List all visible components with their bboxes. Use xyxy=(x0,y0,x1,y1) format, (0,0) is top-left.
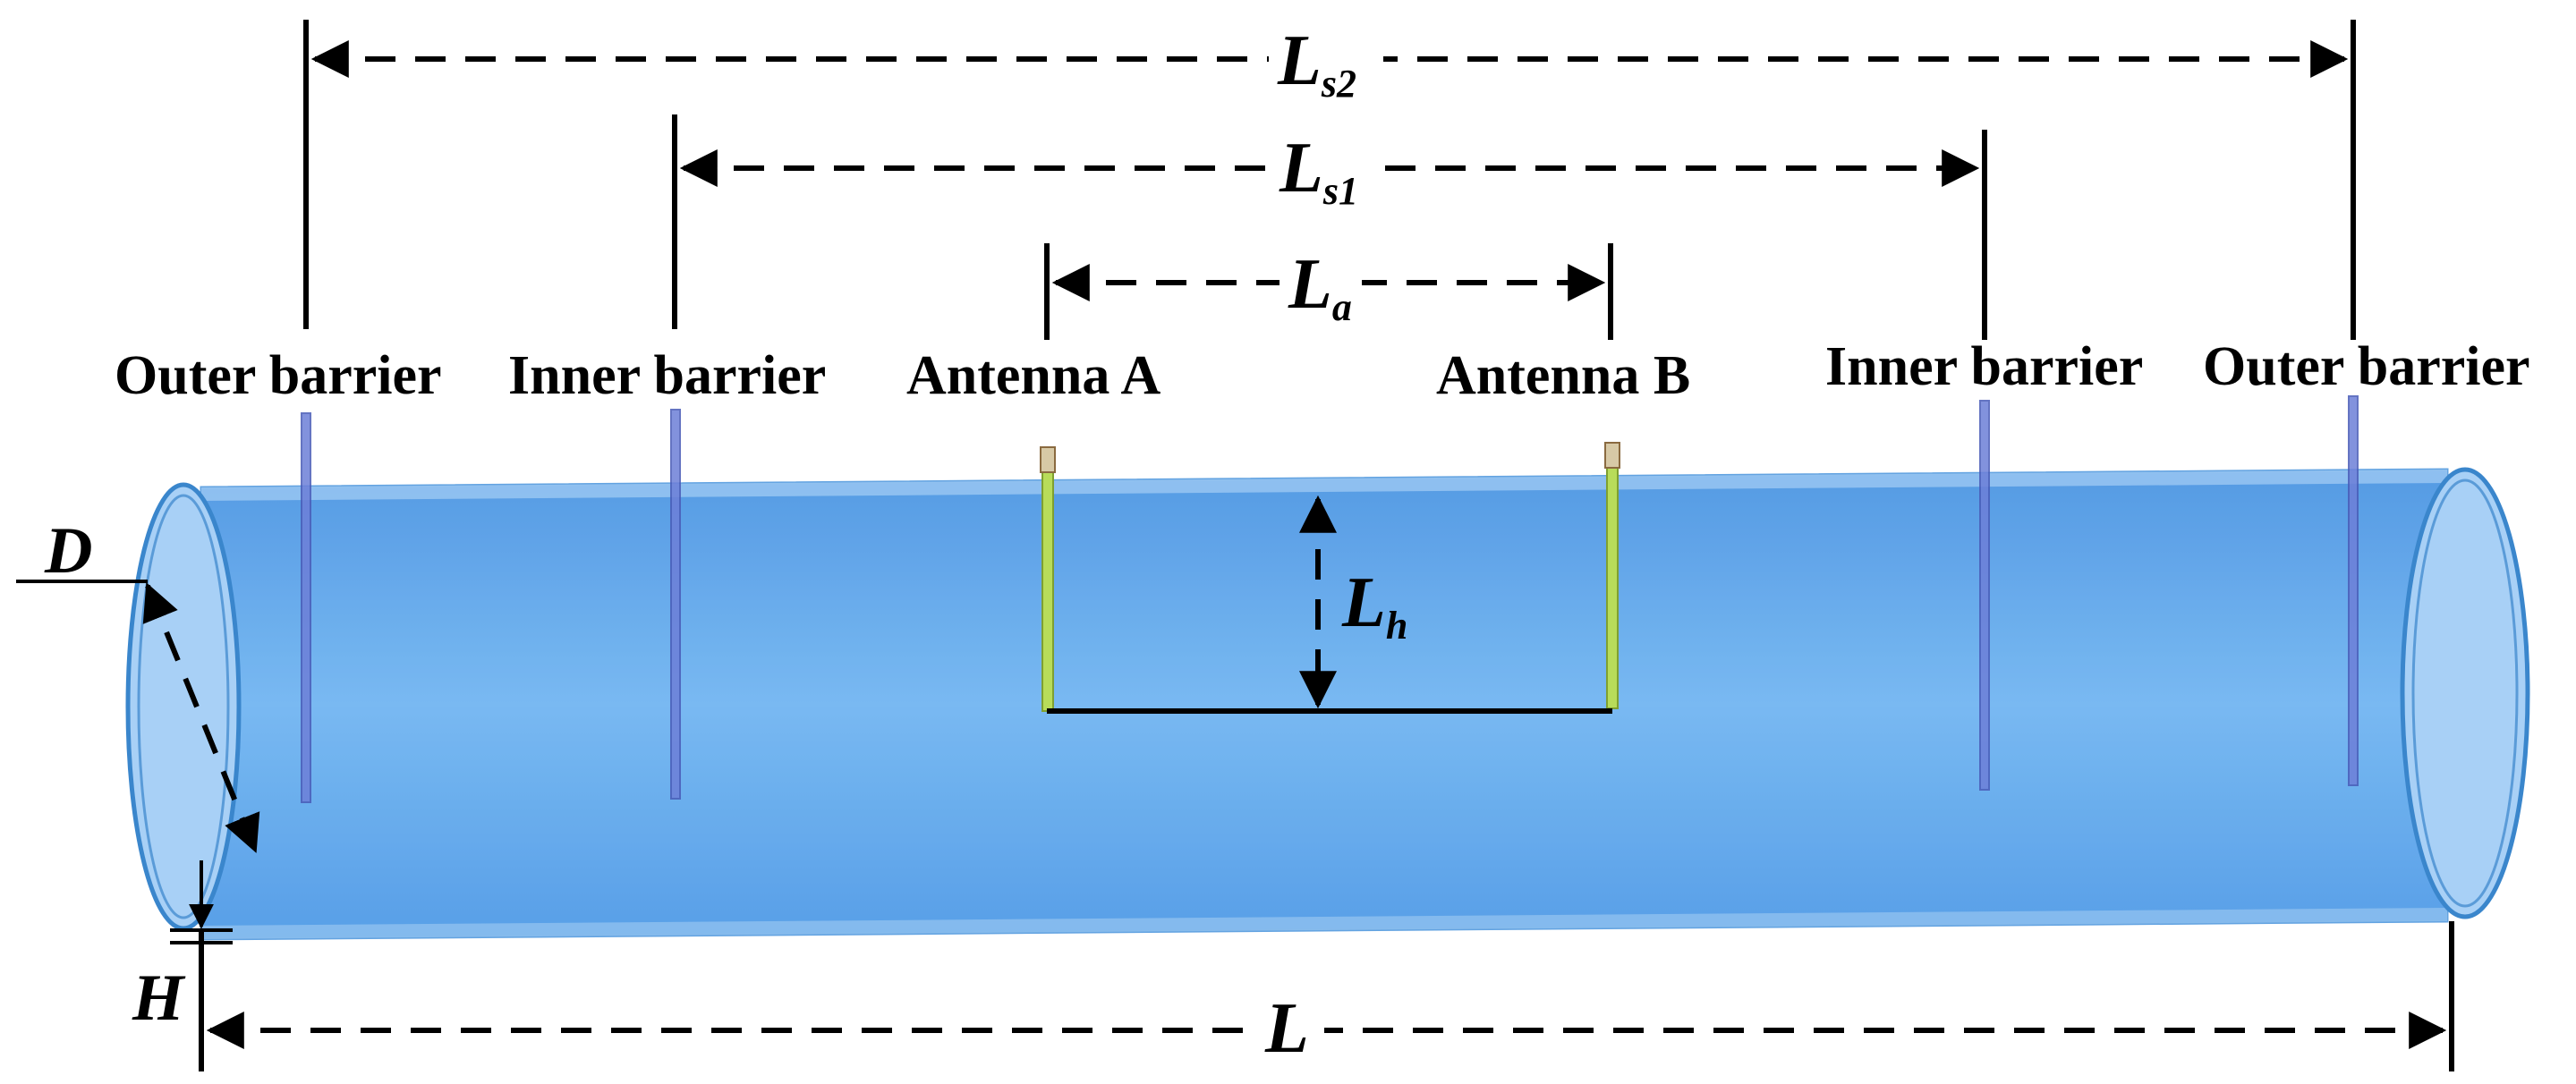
pipe-right-end-inner xyxy=(2411,478,2519,908)
outer-barrier-left-rod xyxy=(301,412,311,803)
antenna-a-rod xyxy=(1041,451,1054,712)
antenna-b-rod xyxy=(1606,446,1619,709)
antenna-a-cap xyxy=(1040,446,1056,473)
antennas xyxy=(1040,442,1620,714)
inner-barrier-left-rod xyxy=(670,409,681,800)
ls1-symbol: Ls1 xyxy=(1279,129,1358,213)
pipe-bottom-rim xyxy=(201,908,2447,939)
pipe xyxy=(125,467,2530,941)
component-labels: Outer barrier Inner barrier Antenna A An… xyxy=(115,336,2530,406)
inner-barrier-right-rod xyxy=(1979,400,1990,791)
barriers xyxy=(301,395,2359,803)
antenna-b-label: Antenna B xyxy=(1436,345,1690,406)
outer-barrier-right-rod xyxy=(2348,395,2359,786)
inner-barrier-left-label: Inner barrier xyxy=(508,345,826,406)
pipe-right-end xyxy=(2400,467,2530,919)
antenna-a-label: Antenna A xyxy=(906,345,1160,406)
ls2-symbol: Ls2 xyxy=(1277,21,1356,106)
outer-barrier-right-label: Outer barrier xyxy=(2203,336,2530,397)
l-symbol: L xyxy=(1264,989,1309,1068)
d-symbol: D xyxy=(44,514,92,588)
lh-symbol: Lh xyxy=(1341,563,1407,648)
antenna-b-cap xyxy=(1604,442,1620,469)
pipe-body xyxy=(200,468,2449,941)
h-symbol: H xyxy=(132,961,186,1035)
outer-barrier-left-label: Outer barrier xyxy=(115,345,442,406)
extension-lines xyxy=(199,20,2454,1071)
la-symbol: La xyxy=(1288,245,1352,329)
pipe-top-rim xyxy=(201,470,2447,501)
inner-barrier-right-label: Inner barrier xyxy=(1825,336,2143,397)
pipe-left-end xyxy=(125,482,242,931)
h-marker xyxy=(170,860,233,944)
dimension-symbols: Ls2 Ls1 La Lh D H L xyxy=(44,21,1407,1068)
